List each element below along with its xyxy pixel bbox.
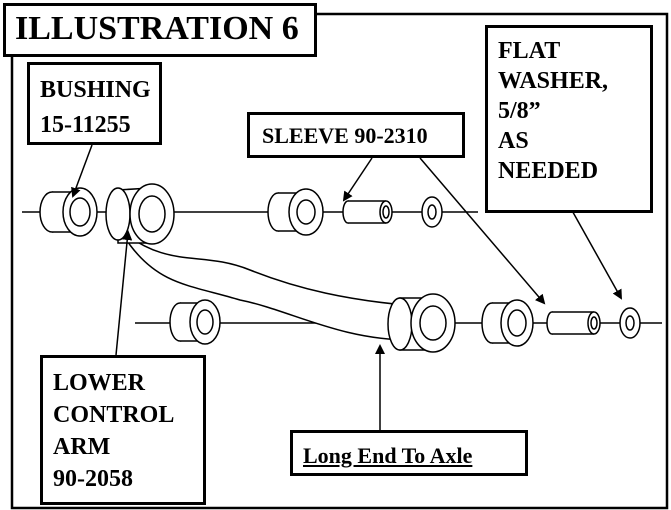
lca-line-4: 90-2058 xyxy=(53,465,133,492)
washer-line-5: NEEDED xyxy=(498,158,599,184)
lca-line-3: ARM xyxy=(53,433,111,460)
sleeve-callout: SLEEVE 90-2310 xyxy=(247,112,465,158)
illustration-title: ILLUSTRATION 6 xyxy=(3,3,317,57)
sleeve-text: SLEEVE 90-2310 xyxy=(262,123,428,148)
washer-line-4: AS xyxy=(498,128,529,154)
washer-leader-arrow xyxy=(564,197,622,300)
lca-line-2: CONTROL xyxy=(53,401,175,428)
washer-line-3: 5/8” xyxy=(498,98,541,124)
control-arm-leader-arrow xyxy=(115,230,133,356)
bushing-lower-right xyxy=(481,299,534,347)
washer-upper xyxy=(421,196,443,228)
washer-line-2: WASHER, xyxy=(498,68,609,94)
bushing-callout: BUSHING 15-11255 xyxy=(27,62,162,145)
lower-control-arm-body xyxy=(105,183,456,353)
outer-border xyxy=(10,12,669,510)
bushing-upper-left xyxy=(39,187,98,237)
lower-control-arm-callout: LOWER CONTROL ARM 90-2058 xyxy=(40,355,206,505)
sleeve-upper xyxy=(342,200,393,224)
washer-lower xyxy=(619,307,641,339)
sleeve-leader-arrow-upper xyxy=(342,157,373,202)
bushing-upper-middle xyxy=(267,188,324,236)
lca-line-1: LOWER xyxy=(53,370,146,396)
sleeve-leader-arrow-lower xyxy=(419,157,546,305)
bushing-lower-left xyxy=(169,299,221,345)
bushing-leader-arrow xyxy=(71,144,93,198)
sleeve-lower xyxy=(546,311,601,335)
bushing-part-number: 15-11255 xyxy=(40,111,131,138)
flat-washer-callout: FLAT WASHER, 5/8” AS NEEDED xyxy=(485,25,653,213)
washer-line-1: FLAT xyxy=(498,38,561,64)
long-end-callout: Long End To Axle xyxy=(290,430,528,476)
title-text: ILLUSTRATION 6 xyxy=(15,10,299,47)
long-end-text: Long End To Axle xyxy=(303,443,473,468)
bushing-name: BUSHING xyxy=(40,77,151,103)
